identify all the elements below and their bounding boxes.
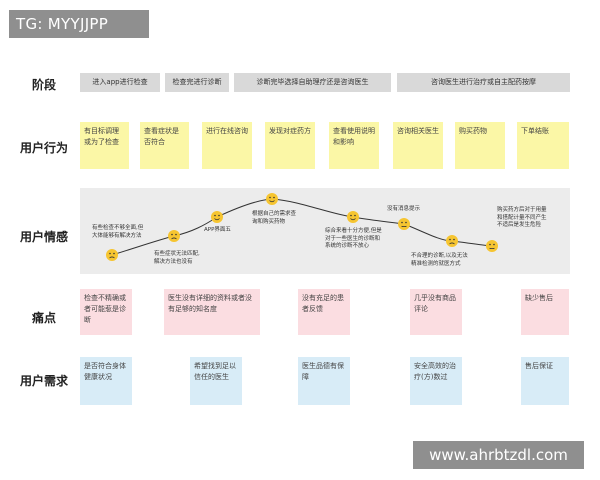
emotion-note: 购买药方后对于用量和搭配计量不同产生不适后是发生危险 <box>497 207 547 228</box>
stage-bar: 检查完进行诊断 <box>165 73 229 92</box>
emotion-note: APP界面五 <box>204 227 231 233</box>
emotion-note: 综合来看十分方便,但是对于一些医生的诊断和系统的诊断不放心 <box>325 228 382 249</box>
tag-label: TG: MYYJJPP <box>9 10 149 38</box>
sad-face-icon <box>168 230 180 242</box>
sad-face-icon <box>106 249 118 261</box>
stage-bar: 咨询医生进行治疗或自主配药按摩 <box>397 73 570 92</box>
happy-face-icon <box>266 193 278 205</box>
neutral-face-icon <box>398 218 410 230</box>
need-note: 售后保证 <box>521 357 569 405</box>
pain-note: 医生没有详细的资料或者没有足够的知名度 <box>164 289 260 335</box>
need-note: 是否符合身体健康状况 <box>80 357 132 405</box>
need-note: 希望找到足以信任的医生 <box>190 357 242 405</box>
emotion-curve-line <box>111 198 493 256</box>
behavior-note: 进行在线咨询 <box>202 122 252 169</box>
emotion-note: 不合理的诊断,以及无法精准检测的就医方式 <box>411 253 468 267</box>
behavior-note: 查看症状是否符合 <box>140 122 189 169</box>
pain-note: 没有充足的患者反馈 <box>298 289 350 335</box>
emotion-curve-panel <box>80 188 570 274</box>
sad-face-icon <box>446 235 458 247</box>
happy-face-icon <box>211 211 223 223</box>
pain-note: 缺少售后 <box>521 289 569 335</box>
row-label-behavior: 用户行为 <box>19 141 68 155</box>
behavior-note: 有目标调理或为了检查 <box>80 122 129 169</box>
happy-face-icon <box>347 211 359 223</box>
behavior-note: 发现对症药方 <box>265 122 315 169</box>
need-note: 医生品德有保障 <box>298 357 350 405</box>
need-note: 安全高效的治疗(方)数过 <box>410 357 462 405</box>
stage-bar: 进入app进行检查 <box>80 73 160 92</box>
emotion-note: 没有消息提示 <box>387 206 421 212</box>
neutral-face-icon <box>486 240 498 252</box>
row-label-stage: 阶段 <box>31 78 56 92</box>
row-label-needs: 用户需求 <box>19 374 68 388</box>
stage-bar: 诊断完毕选择自助理疗还是咨询医生 <box>234 73 391 92</box>
pain-note: 检查不精确或者可能惹是诊断 <box>80 289 132 335</box>
emotion-note: 有些检查不够全面,但大体能够有解决方法 <box>92 225 144 239</box>
emotion-note: 根据自己的需求查询和购买药物 <box>252 211 297 225</box>
behavior-note: 购买药物 <box>455 122 505 169</box>
emotion-note: 有些症状无法匹配,解决方法也没有 <box>154 251 200 265</box>
pain-note: 几乎没有商品评论 <box>410 289 462 335</box>
behavior-note: 下单结账 <box>517 122 569 169</box>
behavior-note: 咨询相关医生 <box>393 122 443 169</box>
row-label-emotion: 用户情感 <box>19 230 68 244</box>
watermark: www.ahrbtzdl.com <box>413 441 584 469</box>
behavior-note: 查看使用说明和影响 <box>329 122 379 169</box>
row-label-pain: 痛点 <box>31 311 56 325</box>
